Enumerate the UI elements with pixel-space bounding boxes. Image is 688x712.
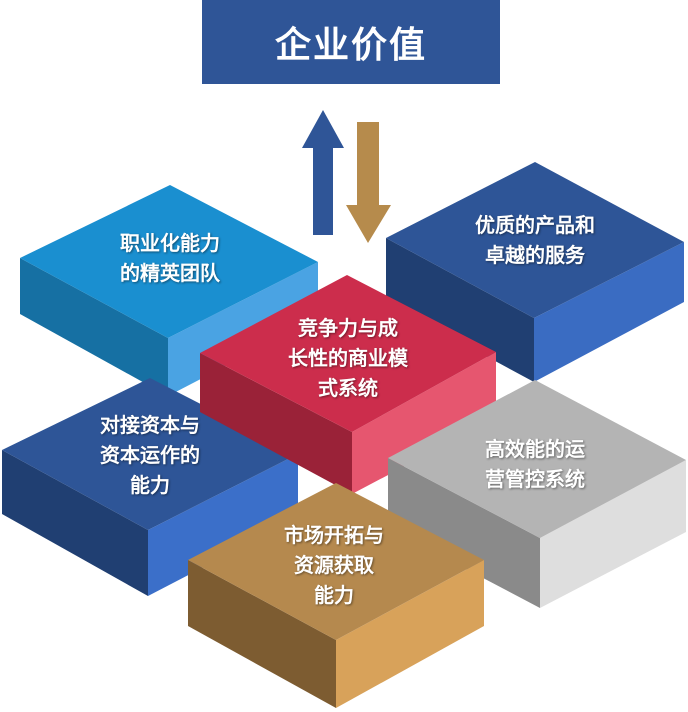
- block-market: [188, 483, 484, 708]
- label-line: 营管控系统: [485, 467, 585, 491]
- block-market-right-face: [336, 560, 484, 708]
- label-line: 对接资本与: [100, 413, 200, 437]
- label-line: 竞争力与成: [298, 316, 398, 340]
- block-business-model-label: 竞争力与成 长性的商业模 式系统: [258, 313, 438, 403]
- label-line: 优质的产品和: [475, 213, 595, 237]
- label-line: 市场开拓与: [284, 523, 384, 547]
- block-operations-label: 高效能的运 营管控系统: [445, 434, 625, 494]
- block-service-label: 优质的产品和 卓越的服务: [445, 210, 625, 270]
- block-talent-left-face: [20, 258, 168, 396]
- block-business-model-left-face: [200, 353, 352, 494]
- block-service-left-face: [386, 238, 534, 382]
- up-arrow: [302, 110, 344, 235]
- block-operations-top-face: [388, 380, 686, 538]
- block-market-label: 市场开拓与 资源获取 能力: [244, 520, 424, 610]
- label-line: 长性的商业模: [288, 346, 408, 370]
- label-line: 职业化能力: [120, 231, 220, 255]
- block-operations: [388, 380, 686, 608]
- block-business-model-top-face: [200, 275, 496, 432]
- label-line: 卓越的服务: [485, 243, 585, 267]
- label-line: 高效能的运: [485, 437, 585, 461]
- label-line: 式系统: [318, 376, 378, 400]
- block-service: [386, 162, 684, 382]
- block-market-top-face: [188, 483, 484, 640]
- label-line: 能力: [130, 473, 170, 497]
- block-service-right-face: [534, 242, 684, 382]
- down-arrow: [346, 122, 391, 243]
- block-talent-label: 职业化能力 的精英团队: [80, 228, 260, 288]
- label-line: 能力: [314, 583, 354, 607]
- label-line: 资本运作的: [100, 443, 200, 467]
- block-service-top-face: [386, 162, 684, 318]
- label-line: 的精英团队: [120, 261, 220, 285]
- block-operations-left-face: [388, 458, 540, 608]
- block-market-left-face: [188, 560, 336, 708]
- block-capital-right-face: [148, 454, 298, 596]
- block-capital-left-face: [2, 450, 148, 596]
- title-box: 企业价值: [202, 0, 500, 84]
- diagram-title: 企业价值: [274, 25, 427, 66]
- block-talent-top-face: [20, 185, 318, 338]
- block-operations-right-face: [540, 460, 686, 608]
- label-line: 资源获取: [294, 553, 374, 577]
- block-capital-label: 对接资本与 资本运作的 能力: [60, 410, 240, 500]
